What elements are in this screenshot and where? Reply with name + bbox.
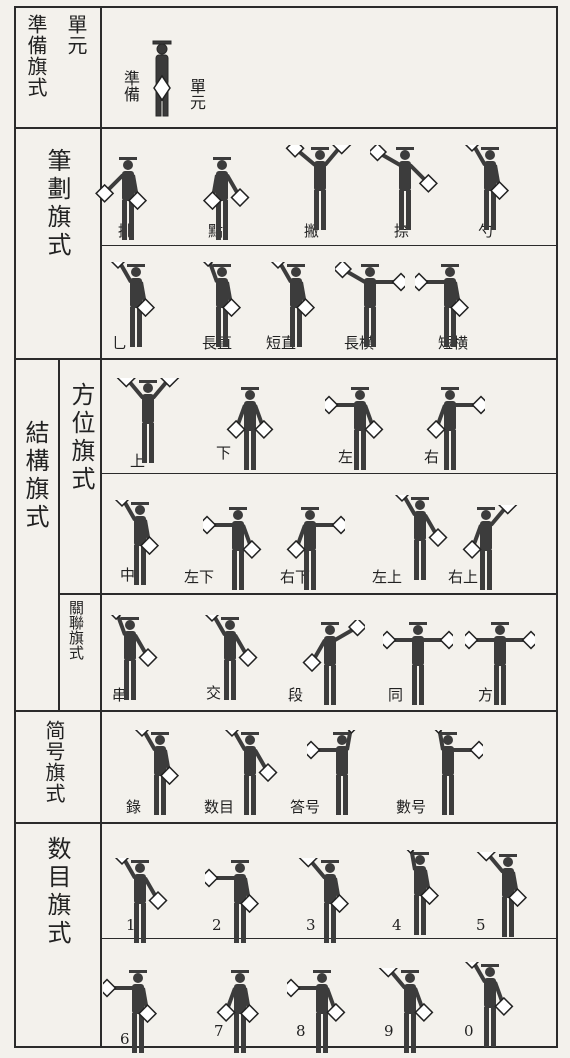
hline-4 — [14, 710, 558, 712]
caption-conn-4: 同 — [388, 686, 404, 704]
semaphore-figure-30 — [205, 860, 260, 943]
caption-unit: 單元 — [187, 78, 206, 110]
caption-num-5: 5 — [476, 916, 486, 934]
caption-pos-7: 右下 — [280, 568, 311, 586]
caption-stroke-8: 短直 — [266, 334, 297, 352]
caption-num-3: 3 — [306, 916, 316, 934]
semaphore-figure-19 — [462, 505, 518, 590]
semaphore-figure-32 — [400, 850, 440, 935]
semaphore-figure-17 — [286, 507, 345, 590]
semaphore-figure-20 — [106, 615, 158, 700]
hline-stroke-mid — [100, 245, 558, 246]
caption-num-8: 8 — [296, 1022, 306, 1040]
label-ready-top: 單元 — [64, 14, 88, 56]
label-simple: 简号旗式 — [42, 720, 66, 804]
caption-simple-4: 數号 — [396, 798, 427, 816]
semaphore-figure-35 — [216, 970, 260, 1053]
semaphore-figure-ready — [152, 40, 172, 117]
semaphore-figure-27 — [307, 730, 362, 815]
semaphore-figure-12 — [226, 387, 274, 470]
caption-pos-8: 左上 — [372, 568, 403, 586]
caption-pos-5: 中 — [120, 566, 136, 584]
semaphore-figure-3 — [285, 145, 352, 230]
semaphore-figure-7 — [198, 262, 242, 347]
divider-label-col — [100, 6, 102, 358]
label-ready-bottom: 準備旗式 — [24, 14, 48, 98]
semaphore-figure-21 — [202, 615, 258, 700]
semaphore-figure-34 — [103, 970, 158, 1053]
caption-stroke-6: 乚 — [112, 334, 128, 352]
label-position: 方位旗式 — [67, 382, 95, 494]
caption-num-2: 2 — [212, 916, 222, 934]
caption-simple-1: 錄 — [126, 798, 142, 816]
caption-pos-9: 右上 — [448, 568, 479, 586]
caption-pos-2: 下 — [216, 444, 232, 462]
divider-structure-outer — [58, 358, 60, 710]
semaphore-figure-10 — [415, 264, 470, 347]
semaphore-figure-9 — [335, 262, 405, 347]
hline-2 — [14, 358, 558, 360]
caption-ready: 準備 — [121, 70, 140, 102]
semaphore-figure-23 — [383, 622, 453, 705]
semaphore-figure-31 — [298, 858, 350, 943]
hline-3 — [58, 593, 558, 595]
caption-num-0: 0 — [464, 1022, 474, 1040]
hline-pos-mid — [100, 473, 558, 474]
caption-conn-3: 段 — [288, 686, 304, 704]
semaphore-figure-1 — [95, 157, 148, 240]
border-top — [14, 6, 558, 8]
caption-pos-4: 右 — [424, 448, 440, 466]
caption-pos-6: 左下 — [184, 568, 215, 586]
semaphore-figure-13 — [325, 387, 384, 470]
semaphore-figure-5 — [462, 145, 510, 230]
semaphore-figure-14 — [426, 387, 485, 470]
caption-simple-3: 答号 — [290, 798, 321, 816]
caption-conn-2: 交 — [206, 684, 222, 702]
semaphore-figure-16 — [203, 507, 262, 590]
hline-5 — [14, 822, 558, 824]
caption-num-7: 7 — [214, 1022, 224, 1040]
caption-pos-1: 上 — [130, 452, 146, 470]
border-left — [14, 6, 16, 1048]
caption-stroke-5: 勺 — [478, 222, 494, 240]
caption-simple-2: 数目 — [204, 798, 235, 816]
divider-label-col-lower — [100, 710, 102, 1048]
label-stroke: 筆劃旗式 — [43, 148, 71, 260]
semaphore-figure-33 — [476, 852, 528, 937]
caption-conn-1: 串 — [112, 686, 128, 704]
semaphore-figure-36 — [287, 970, 346, 1053]
caption-num-6: 6 — [120, 1030, 130, 1048]
semaphore-figure-24 — [465, 622, 535, 705]
semaphore-figure-6 — [108, 262, 156, 347]
caption-num-9: 9 — [384, 1022, 394, 1040]
border-bottom — [14, 1046, 558, 1048]
semaphore-figure-38 — [462, 962, 514, 1047]
semaphore-figure-15 — [112, 500, 160, 585]
caption-num-1: 1 — [126, 916, 136, 934]
semaphore-figure-28 — [428, 730, 483, 815]
semaphore-figure-37 — [378, 968, 434, 1053]
semaphore-figure-22 — [302, 620, 365, 705]
label-number: 数目旗式 — [43, 836, 71, 948]
semaphore-figure-4 — [370, 145, 438, 230]
semaphore-figure-2 — [202, 157, 250, 240]
caption-stroke-4: 捺 — [394, 222, 410, 240]
semaphore-figure-8 — [268, 262, 316, 347]
divider-structure-inner — [100, 358, 102, 710]
label-connect: 關聯旗式 — [67, 600, 85, 660]
caption-conn-5: 方 — [478, 686, 494, 704]
semaphore-figure-18 — [392, 495, 448, 580]
hline-1 — [14, 127, 558, 129]
caption-num-4: 4 — [392, 916, 402, 934]
border-right — [556, 6, 558, 1048]
caption-pos-3: 左 — [338, 448, 354, 466]
semaphore-figure-29 — [112, 858, 168, 943]
semaphore-figure-11 — [116, 378, 180, 463]
semaphore-figure-26 — [222, 730, 278, 815]
semaphore-figure-25 — [132, 730, 180, 815]
label-structure: 結構旗式 — [21, 420, 49, 532]
